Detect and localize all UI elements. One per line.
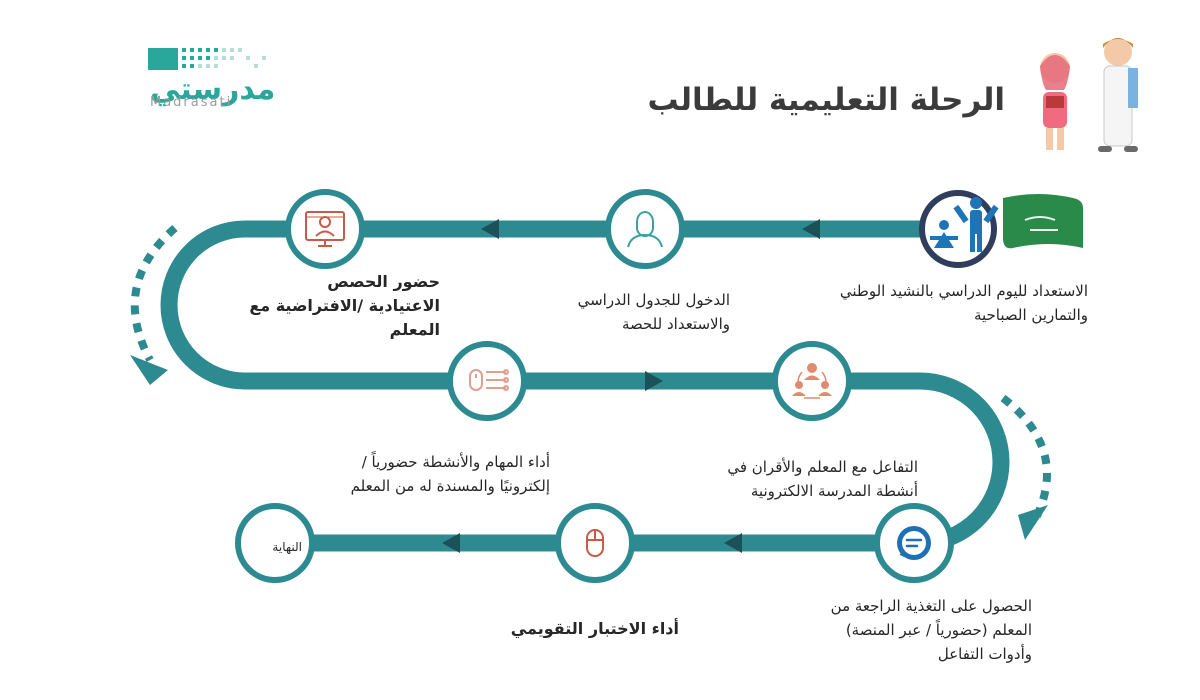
step-circle-7 [555,503,635,583]
step-4-line-1: أداء المهام والأنشطة حضورياً / [361,453,550,471]
track-arrow [481,219,499,239]
track-bend-right [919,372,1010,552]
step-circle-1 [919,190,997,268]
step-6-line-3: وأدوات التفاعل [937,645,1032,663]
step-1-line-2: والتمارين الصباحية [973,306,1088,324]
exercise-icon [930,197,999,252]
step-label-7: أداء الاختبار التقويمي [511,617,679,641]
saudi-flag-icon [1003,194,1083,249]
step-1-line-1: الاستعداد لليوم الدراسي بالنشيد الوطني [839,282,1088,300]
dashed-arrowhead-left [130,355,168,385]
step-circle-5 [772,341,852,421]
dashed-arrow-left [130,224,178,362]
track-arrow [645,371,663,391]
step-label-8: النهاية [272,535,302,559]
mouse-icon [586,529,604,557]
madrasati-logo-icon [148,48,266,70]
step-circle-8 [235,503,315,583]
page-title: الرحلة التعليمية للطالب [647,82,1005,118]
children-illustration [1040,38,1138,152]
virtual-class-icon [305,211,345,247]
logo-sub: Madrasati [150,95,233,110]
step-2-line-2: والاستعداد للحصة [621,315,730,333]
step-2-line-1: الدخول للجدول الدراسي [577,291,730,309]
step-5-line-1: التفاعل مع المعلم والأقران في [727,458,918,476]
step-8-line-1: النهاية [272,540,302,554]
dashed-arrow-right [1000,394,1051,522]
step-label-5: التفاعل مع المعلم والأقران في أنشطة المد… [727,455,918,503]
step-7-line-1: أداء الاختبار التقويمي [510,619,679,638]
step-label-1: الاستعداد لليوم الدراسي بالنشيد الوطني و… [840,279,1088,327]
track-arrow [802,219,820,239]
step-circle-3 [285,189,365,269]
track-arrow [442,533,460,553]
step-label-2: الدخول للجدول الدراسي والاستعداد للحصة [578,288,730,336]
step-6-line-2: المعلم (حضورياً / عبر المنصة) [845,621,1032,639]
step-label-3: حضور الحصص الاعتيادية /الافتراضية مع الم… [249,270,440,342]
logo-text: مدرستي [150,72,276,107]
step-3-line-2: الاعتيادية /الافتراضية مع [249,296,440,315]
step-6-line-1: الحصول على التغذية الراجعة من [830,597,1032,615]
step-circle-2 [605,189,685,269]
track-arrow [724,533,742,553]
step-3-line-3: المعلم [389,320,440,339]
group-icon [792,363,832,399]
step-4-line-2: إلكترونيًا والمسندة له من المعلم [350,477,550,495]
student-icon [627,211,663,248]
step-label-4: أداء المهام والأنشطة حضورياً / إلكترونيً… [351,450,550,498]
tasks-icon [469,369,509,391]
dashed-arrowhead-right [1018,505,1048,540]
step-5-line-2: أنشطة المدرسة الالكترونية [750,482,918,500]
step-label-6: الحصول على التغذية الراجعة من المعلم (حض… [831,594,1032,666]
step-3-line-1: حضور الحصص [327,272,440,291]
chat-icon [897,526,931,560]
track-bend-left [160,220,246,390]
